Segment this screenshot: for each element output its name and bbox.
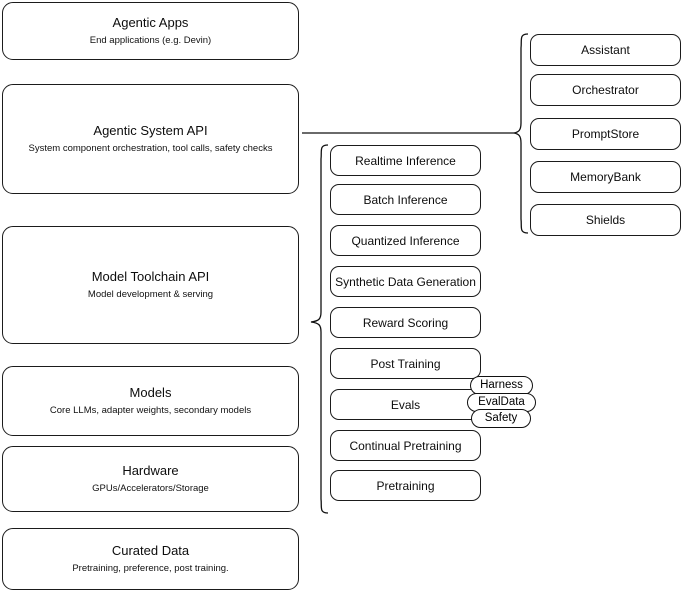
- toolchain-group-brace: [310, 144, 329, 514]
- component-label: Pretraining: [376, 478, 435, 493]
- layer-agentic-system-api[interactable]: Agentic System API System component orch…: [2, 84, 299, 194]
- component-pretraining[interactable]: Pretraining: [330, 470, 481, 501]
- layer-subtitle: System component orchestration, tool cal…: [28, 143, 273, 154]
- layer-title: Agentic System API: [93, 123, 208, 138]
- component-label: Orchestrator: [572, 83, 639, 97]
- layer-title: Curated Data: [111, 543, 190, 558]
- component-continual-pretraining[interactable]: Continual Pretraining: [330, 430, 481, 461]
- component-shields[interactable]: Shields: [530, 204, 681, 236]
- component-label: Continual Pretraining: [349, 438, 462, 453]
- badge-label: Harness: [480, 379, 523, 391]
- component-label: Evals: [390, 397, 421, 412]
- component-label: Realtime Inference: [355, 153, 456, 168]
- component-memorybank[interactable]: MemoryBank: [530, 161, 681, 193]
- component-promptstore[interactable]: PromptStore: [530, 118, 681, 150]
- component-label: Assistant: [581, 43, 630, 57]
- layer-subtitle: Core LLMs, adapter weights, secondary mo…: [49, 405, 252, 416]
- layer-title: Models: [129, 385, 172, 400]
- component-orchestrator[interactable]: Orchestrator: [530, 74, 681, 106]
- layer-subtitle: GPUs/Accelerators/Storage: [92, 483, 209, 494]
- component-realtime-inference[interactable]: Realtime Inference: [330, 145, 481, 176]
- layer-model-toolchain-api[interactable]: Model Toolchain API Model development & …: [2, 226, 299, 344]
- component-label: Synthetic Data Generation: [335, 274, 476, 289]
- component-synthetic-data-generation[interactable]: Synthetic Data Generation: [330, 266, 481, 297]
- component-label: MemoryBank: [570, 170, 641, 184]
- component-label: Post Training: [370, 356, 441, 371]
- component-label: Reward Scoring: [362, 315, 449, 330]
- component-label: PromptStore: [571, 127, 640, 141]
- component-post-training[interactable]: Post Training: [330, 348, 481, 379]
- layer-agentic-apps[interactable]: Agentic Apps End applications (e.g. Devi…: [2, 2, 299, 60]
- badge-label: EvalData: [478, 396, 525, 408]
- system-group-brace: [513, 33, 529, 234]
- layer-curated-data[interactable]: Curated Data Pretraining, preference, po…: [2, 528, 299, 590]
- component-reward-scoring[interactable]: Reward Scoring: [330, 307, 481, 338]
- component-quantized-inference[interactable]: Quantized Inference: [330, 225, 481, 256]
- component-label: Shields: [585, 213, 626, 227]
- layer-models[interactable]: Models Core LLMs, adapter weights, secon…: [2, 366, 299, 436]
- layer-hardware[interactable]: Hardware GPUs/Accelerators/Storage: [2, 446, 299, 512]
- component-batch-inference[interactable]: Batch Inference: [330, 184, 481, 215]
- layer-title: Agentic Apps: [112, 15, 189, 30]
- component-label: Quantized Inference: [351, 233, 460, 248]
- badge-safety[interactable]: Safety: [471, 409, 531, 428]
- layer-title: Hardware: [122, 463, 179, 478]
- layer-title: Model Toolchain API: [91, 269, 210, 284]
- layer-subtitle: Model development & serving: [87, 289, 214, 300]
- badge-label: Safety: [484, 412, 518, 424]
- layer-subtitle: End applications (e.g. Devin): [89, 35, 212, 46]
- component-evals[interactable]: Evals: [330, 389, 481, 420]
- layer-subtitle: Pretraining, preference, post training.: [72, 563, 229, 574]
- component-assistant[interactable]: Assistant: [530, 34, 681, 66]
- component-label: Batch Inference: [363, 192, 448, 207]
